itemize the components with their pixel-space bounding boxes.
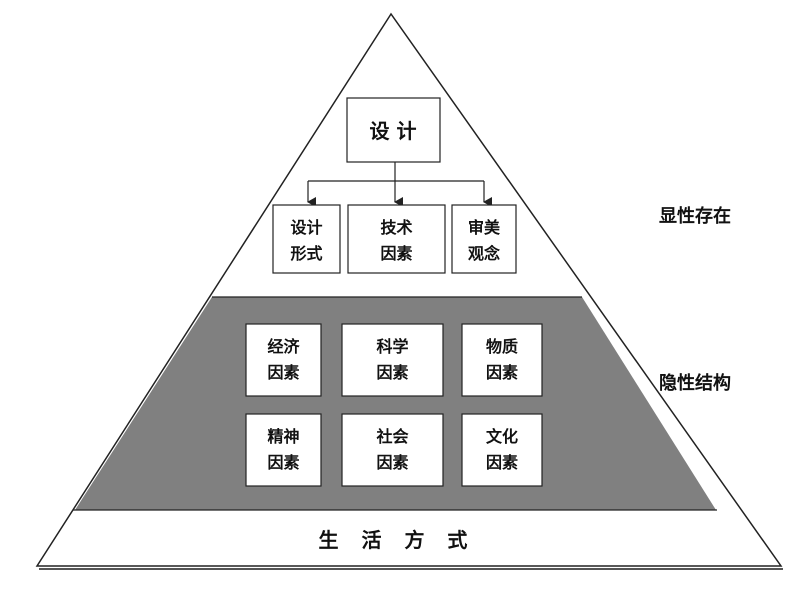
implicit-box-economy: 经济 因素 bbox=[245, 323, 322, 397]
implicit-box-line2: 因素 bbox=[486, 363, 518, 382]
design-box-label: 设 计 bbox=[370, 119, 417, 143]
implicit-box-line2: 因素 bbox=[376, 363, 408, 382]
implicit-box-line2: 因素 bbox=[267, 363, 299, 382]
implicit-box-line1: 科学 bbox=[376, 337, 408, 356]
pyramid-outline bbox=[35, 12, 783, 567]
implicit-box-line1: 文化 bbox=[486, 427, 518, 446]
implicit-box-line2: 因素 bbox=[376, 453, 408, 472]
implicit-box-line1: 经济 bbox=[267, 337, 300, 356]
implicit-box-line2: 因素 bbox=[486, 453, 518, 472]
design-box bbox=[346, 97, 441, 163]
implicit-box-science: 科学 因素 bbox=[341, 323, 444, 397]
explicit-box-line1: 审美 bbox=[468, 218, 501, 237]
implicit-box-line1: 物质 bbox=[486, 337, 518, 356]
implicit-box-line1: 精神 bbox=[267, 427, 299, 446]
implicit-box-line1: 社会 bbox=[375, 427, 408, 446]
implicit-box-material: 物质 因素 bbox=[461, 323, 543, 397]
explicit-box-line1: 设计 bbox=[290, 218, 322, 237]
explicit-box-line2: 形式 bbox=[290, 244, 322, 263]
implicit-layer-label: 隐性结构 bbox=[659, 372, 731, 394]
lifestyle-base-label: 生 活 方 式 bbox=[319, 528, 476, 552]
implicit-box-culture: 文化 因素 bbox=[461, 413, 543, 487]
explicit-box-line2: 观念 bbox=[468, 244, 501, 263]
explicit-box-technology: 技术 因素 bbox=[347, 204, 446, 274]
implicit-box-society: 社会 因素 bbox=[341, 413, 444, 487]
explicit-box-aesthetics: 审美 观念 bbox=[451, 204, 517, 274]
implicit-box-line2: 因素 bbox=[267, 453, 299, 472]
explicit-box-line1: 技术 bbox=[380, 218, 412, 237]
explicit-box-line2: 因素 bbox=[380, 244, 412, 263]
implicit-box-spirit: 精神 因素 bbox=[245, 413, 322, 487]
hidden-structure-band bbox=[75, 297, 716, 510]
explicit-box-design-form: 设计 形式 bbox=[272, 204, 341, 274]
explicit-layer-label: 显性存在 bbox=[659, 205, 731, 227]
